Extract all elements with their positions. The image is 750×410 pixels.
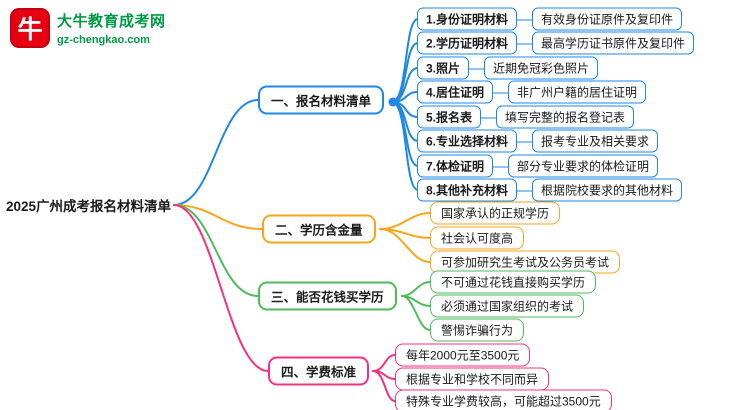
subtopic-social-recognition: 社会认可度高 (430, 226, 525, 250)
material-row-7: 7.体检证明 部分专业要求的体检证明 (417, 154, 659, 178)
subtopic-fee-varies: 根据专业和学校不同而异 (395, 367, 550, 391)
subtopic-recognized-degree: 国家承认的正规学历 (430, 201, 561, 225)
branch1-junction-dot (388, 97, 398, 107)
root-topic: 2025广州成考报名材料清单 (6, 199, 172, 214)
material-label: 6.专业选择材料 (417, 129, 518, 153)
subtopic-exam-eligibility: 可参加研究生考试及公务员考试 (430, 250, 621, 274)
logo-text: 大牛教育成考网 gz-chengkao.com (57, 10, 166, 46)
material-label: 1.身份证明材料 (417, 7, 518, 31)
material-label: 7.体检证明 (417, 154, 494, 178)
material-desc: 非广州户籍的居住证明 (508, 80, 647, 104)
branch4-links (372, 354, 396, 402)
branch3-links (401, 281, 431, 331)
material-row-3: 3.照片 近期免冠彩色照片 (417, 56, 599, 80)
material-label: 3.照片 (417, 56, 470, 80)
material-desc: 有效身份证原件及复印件 (532, 7, 683, 31)
material-row-1: 1.身份证明材料 有效身份证原件及复印件 (417, 7, 683, 31)
root-links (173, 99, 269, 372)
branch2-links (379, 212, 431, 263)
material-row-4: 4.居住证明 非广州户籍的居住证明 (417, 80, 647, 104)
branch-node-materials: 一、报名材料清单 (258, 85, 385, 115)
branch-node-buy-degree: 三、能否花钱买学历 (258, 281, 397, 311)
material-row-6: 6.专业选择材料 报考专业及相关要求 (417, 129, 659, 153)
material-label: 5.报名表 (417, 105, 482, 129)
material-row-8: 8.其他补充材料 根据院校要求的其他材料 (417, 178, 683, 202)
material-label: 2.学历证明材料 (417, 31, 518, 55)
subtopic-state-exam: 必须通过国家组织的考试 (430, 294, 585, 318)
material-desc: 部分专业要求的体检证明 (508, 154, 659, 178)
material-row-2: 2.学历证明材料 最高学历证书原件及复印件 (417, 31, 695, 55)
branch-node-tuition: 四、学费标准 (268, 356, 370, 386)
material-desc: 根据院校要求的其他材料 (532, 178, 683, 202)
material-desc: 填写完整的报名登记表 (496, 105, 635, 129)
subtopic-annual-fee: 每年2000元至3500元 (395, 343, 531, 367)
material-label: 8.其他补充材料 (417, 178, 518, 202)
subtopic-special-fee: 特殊专业学费较高，可能超过3500元 (395, 389, 612, 410)
subtopic-cannot-buy: 不可通过花钱直接购买学历 (430, 270, 597, 294)
ox-logo-icon: 牛 (10, 8, 50, 48)
material-row-5: 5.报名表 填写完整的报名登记表 (417, 105, 635, 129)
branch1-links (388, 18, 419, 191)
material-desc: 最高学历证书原件及复印件 (532, 31, 695, 55)
material-label: 4.居住证明 (417, 80, 494, 104)
subtopic-fraud-warning: 警惕诈骗行为 (430, 318, 525, 342)
logo-title: 大牛教育成考网 (57, 13, 166, 30)
material-desc: 近期免冠彩色照片 (484, 56, 599, 80)
branch-node-degree-value: 二、学历含金量 (262, 214, 376, 244)
material-desc: 报考专业及相关要求 (532, 129, 659, 153)
logo-domain-url: gz-chengkao.com (57, 34, 150, 46)
site-logo[interactable]: 牛 大牛教育成考网 gz-chengkao.com (10, 8, 166, 48)
